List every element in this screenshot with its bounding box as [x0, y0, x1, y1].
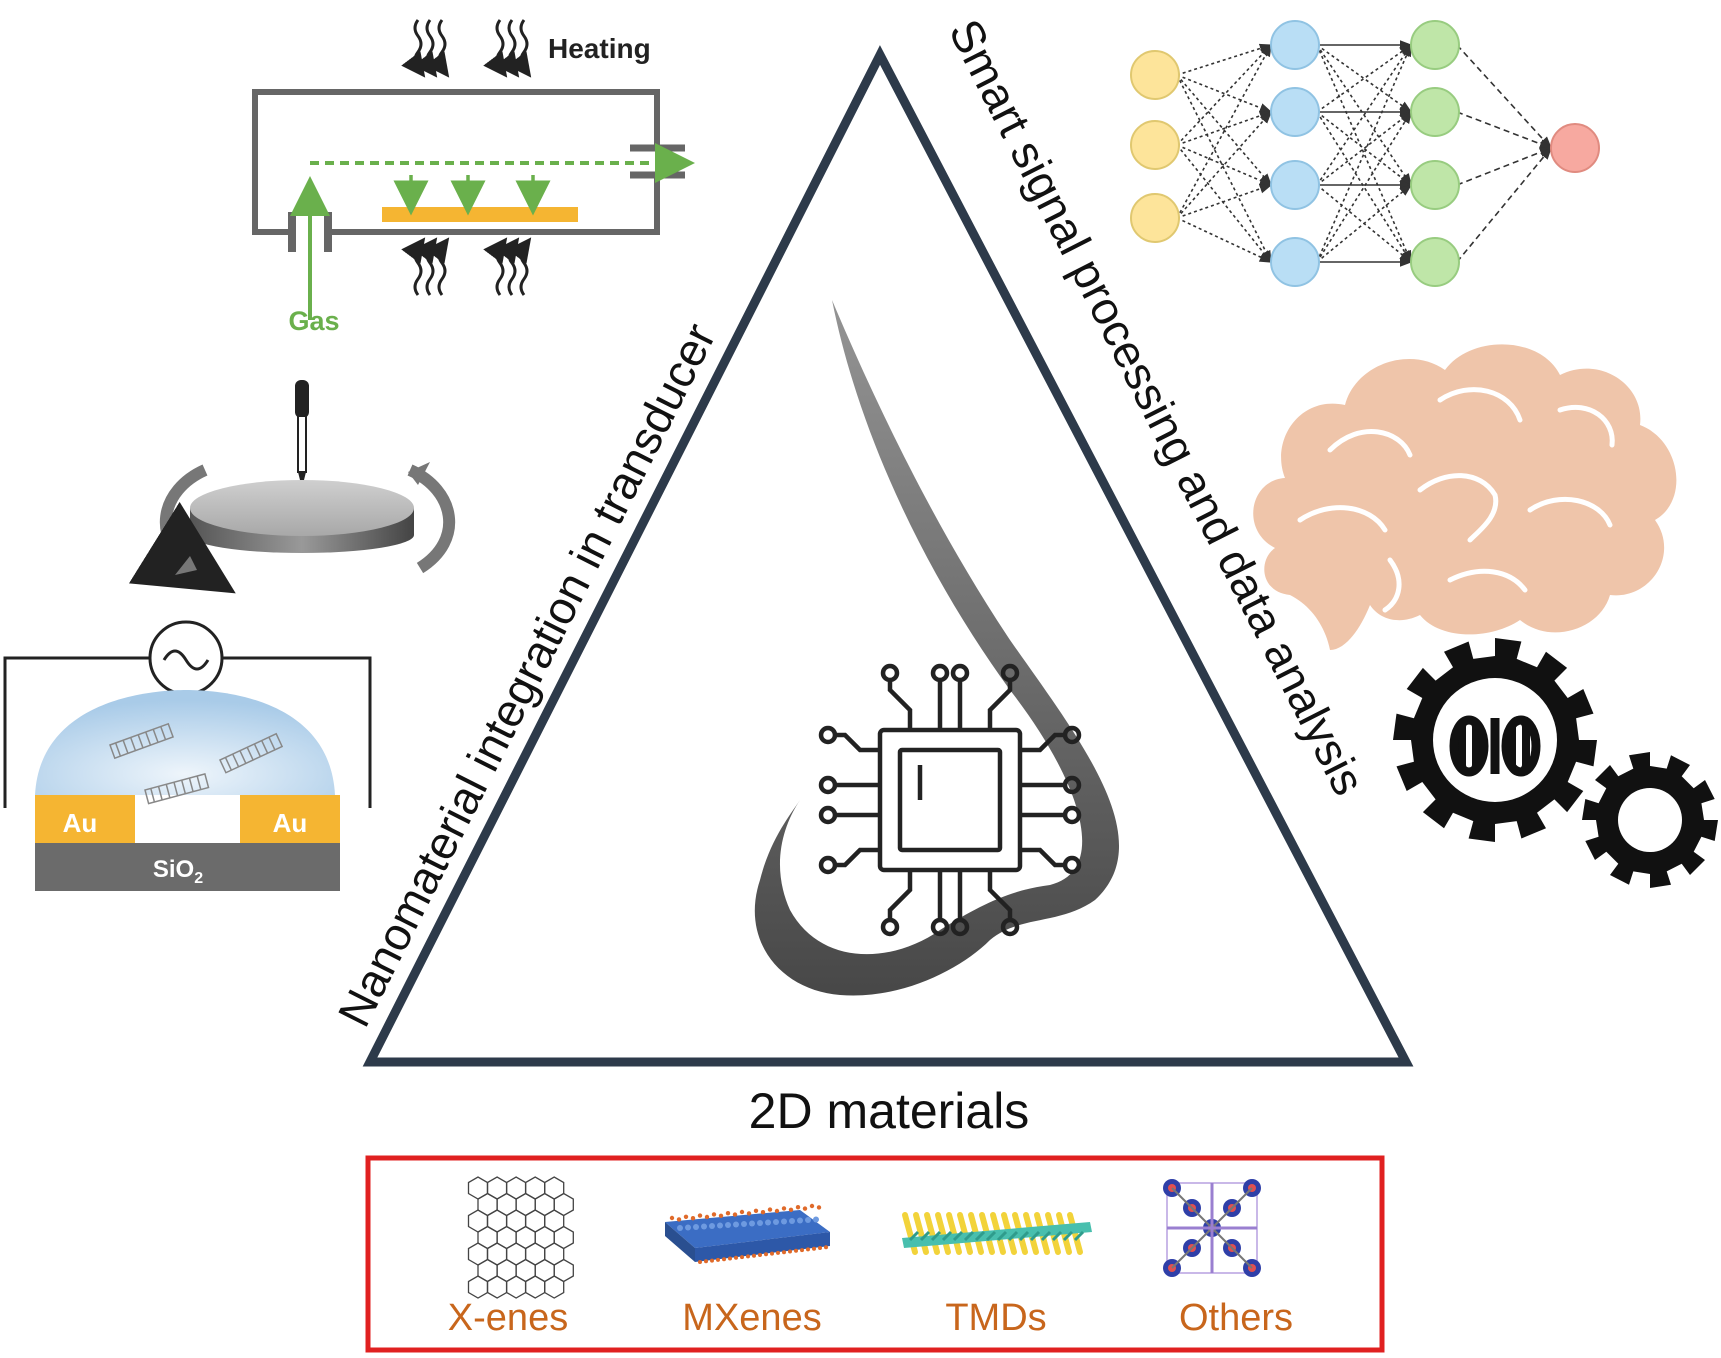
concept-triangle	[362, 45, 1414, 1067]
material-label-xenes: X-enes	[448, 1297, 568, 1339]
material-label-others: Others	[1179, 1297, 1293, 1339]
material-label-tmds: TMDs	[945, 1297, 1046, 1339]
bottom-label: 2D materials	[749, 1083, 1030, 1139]
cvd-furnace-icon: Heating Gas	[252, 19, 695, 336]
tmds-structure-icon	[902, 1212, 1092, 1255]
substrate-label: SiO2	[153, 856, 203, 887]
spin-coater-icon	[128, 380, 456, 594]
xenes-structure-icon	[467, 1176, 574, 1299]
others-structure-icon	[1163, 1179, 1261, 1277]
gas-label: Gas	[288, 306, 339, 336]
nose-icon	[754, 300, 1120, 996]
gears-icon	[1393, 638, 1718, 888]
heating-label: Heating	[548, 33, 651, 64]
chip-icon	[818, 663, 1082, 937]
left-side-label: Nanomaterial integration in transducer	[328, 315, 726, 1035]
material-label-mxenes: MXenes	[682, 1297, 821, 1339]
mxenes-structure-icon	[665, 1203, 830, 1264]
chemiresistor-icon: Au Au SiO2	[3, 620, 372, 891]
neural-network-icon	[1130, 20, 1600, 287]
brain-icon	[1253, 344, 1677, 650]
electrode-right-label: Au	[273, 808, 308, 838]
electrode-left-label: Au	[63, 808, 98, 838]
